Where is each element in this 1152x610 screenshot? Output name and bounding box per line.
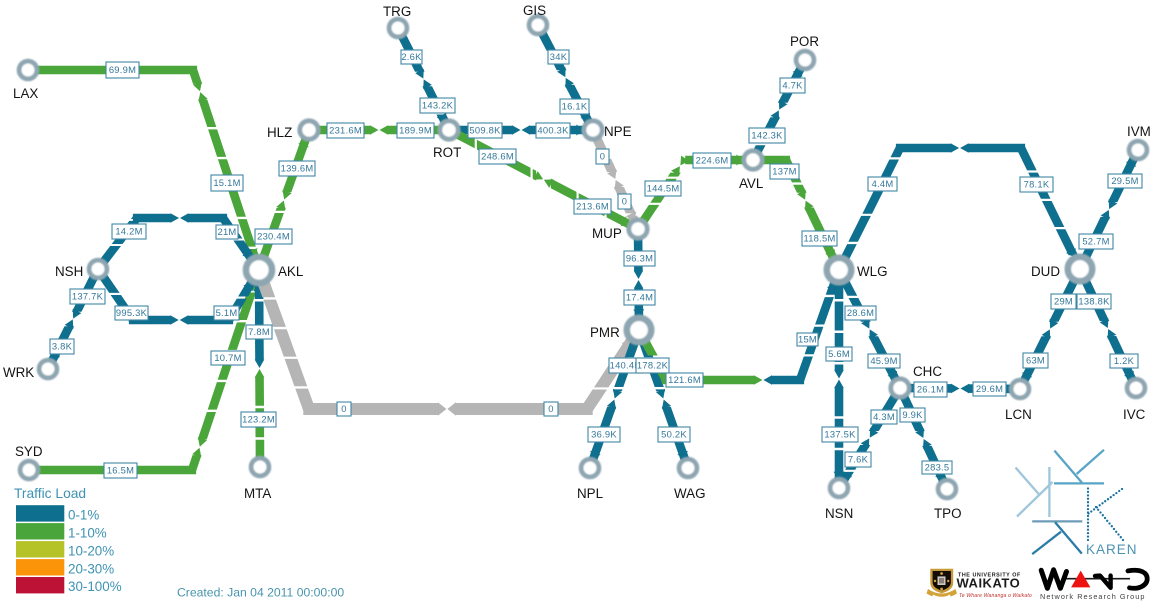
svg-text:231.6M: 231.6M — [329, 125, 362, 136]
svg-text:138.8K: 138.8K — [1078, 296, 1110, 307]
svg-text:POR: POR — [790, 34, 819, 49]
svg-text:WAIKATO: WAIKATO — [957, 576, 1021, 591]
svg-text:PMR: PMR — [590, 325, 620, 340]
svg-text:20-30%: 20-30% — [68, 561, 114, 576]
svg-text:213.6M: 213.6M — [576, 201, 609, 212]
svg-text:LCN: LCN — [1005, 407, 1032, 422]
svg-text:IVM: IVM — [1127, 124, 1151, 139]
svg-text:NSN: NSN — [825, 506, 853, 521]
svg-text:144.5M: 144.5M — [647, 183, 680, 194]
svg-text:16.5M: 16.5M — [107, 465, 134, 476]
svg-text:KAREN: KAREN — [1086, 542, 1138, 557]
svg-text:WAG: WAG — [674, 486, 706, 501]
svg-text:248.6M: 248.6M — [481, 151, 514, 162]
svg-text:189.9M: 189.9M — [399, 125, 432, 136]
svg-text:34K: 34K — [550, 51, 568, 62]
svg-text:NPL: NPL — [577, 486, 603, 501]
svg-text:TRG: TRG — [383, 4, 411, 19]
svg-text:Network Research Group: Network Research Group — [1040, 592, 1145, 601]
svg-text:14.2M: 14.2M — [115, 226, 142, 237]
svg-text:SYD: SYD — [15, 444, 43, 459]
svg-text:28.6M: 28.6M — [847, 307, 874, 318]
svg-text:139.6M: 139.6M — [281, 163, 314, 174]
svg-text:29.5M: 29.5M — [1111, 175, 1138, 186]
svg-text:140.4M: 140.4M — [610, 360, 643, 371]
svg-text:21M: 21M — [218, 226, 237, 237]
svg-text:LAX: LAX — [13, 86, 38, 101]
svg-text:ROT: ROT — [433, 145, 461, 160]
svg-text:THE UNIVERSITY OF: THE UNIVERSITY OF — [958, 572, 1021, 578]
svg-text:142.3K: 142.3K — [751, 130, 783, 141]
svg-text:HLZ: HLZ — [267, 125, 292, 140]
svg-text:63M: 63M — [1026, 355, 1045, 366]
svg-text:4.4M: 4.4M — [872, 178, 894, 189]
svg-text:GIS: GIS — [523, 3, 546, 18]
svg-text:Te Whare Wananga o Waikato: Te Whare Wananga o Waikato — [959, 593, 1032, 599]
svg-text:400.3K: 400.3K — [537, 125, 569, 136]
svg-text:WRK: WRK — [3, 365, 34, 380]
svg-text:26.1M: 26.1M — [917, 384, 944, 395]
svg-text:7.6K: 7.6K — [848, 454, 869, 465]
svg-text:10.7M: 10.7M — [214, 352, 241, 363]
svg-text:137M: 137M — [772, 166, 796, 177]
svg-text:3.8K: 3.8K — [52, 341, 73, 352]
svg-text:WLG: WLG — [857, 264, 888, 279]
svg-text:121.6M: 121.6M — [668, 374, 701, 385]
svg-text:45.9M: 45.9M — [870, 355, 897, 366]
svg-text:69.9M: 69.9M — [109, 64, 136, 75]
svg-text:5.1M: 5.1M — [216, 307, 238, 318]
svg-text:10-20%: 10-20% — [68, 543, 114, 558]
svg-text:0: 0 — [341, 403, 346, 414]
svg-text:224.6M: 224.6M — [696, 155, 729, 166]
svg-text:52.7M: 52.7M — [1082, 236, 1109, 247]
svg-text:230.4M: 230.4M — [257, 231, 290, 242]
svg-text:NPE: NPE — [604, 124, 632, 139]
svg-text:9.9K: 9.9K — [902, 409, 923, 420]
svg-text:1-10%: 1-10% — [68, 525, 107, 540]
svg-text:DUD: DUD — [1031, 264, 1060, 279]
svg-text:0: 0 — [600, 151, 605, 162]
svg-text:123.2M: 123.2M — [242, 414, 275, 425]
svg-text:30-100%: 30-100% — [68, 579, 122, 594]
svg-text:50.2K: 50.2K — [661, 429, 687, 440]
svg-text:IVC: IVC — [1123, 407, 1146, 422]
svg-text:29.6M: 29.6M — [976, 383, 1003, 394]
svg-text:Traffic Load: Traffic Load — [14, 486, 86, 501]
svg-text:4.3M: 4.3M — [873, 411, 895, 422]
svg-text:137.7K: 137.7K — [72, 291, 104, 302]
svg-text:MTA: MTA — [244, 486, 271, 501]
svg-text:17.4M: 17.4M — [626, 292, 653, 303]
svg-text:AKL: AKL — [278, 264, 303, 279]
svg-text:137.5K: 137.5K — [824, 429, 856, 440]
svg-text:78.1K: 78.1K — [1024, 179, 1050, 190]
svg-text:5.6M: 5.6M — [828, 348, 850, 359]
svg-text:NSH: NSH — [55, 264, 83, 279]
svg-text:36.9K: 36.9K — [591, 429, 617, 440]
svg-text:995.3K: 995.3K — [116, 307, 148, 318]
svg-text:283.5: 283.5 — [925, 462, 950, 473]
svg-text:16.1K: 16.1K — [562, 101, 588, 112]
svg-text:15M: 15M — [798, 334, 817, 345]
svg-text:143.2K: 143.2K — [422, 100, 454, 111]
svg-text:AVL: AVL — [739, 176, 763, 191]
svg-text:0-1%: 0-1% — [68, 507, 99, 522]
svg-text:Created: Jan 04 2011 00:00:00: Created: Jan 04 2011 00:00:00 — [177, 586, 344, 600]
svg-text:96.3M: 96.3M — [626, 253, 653, 264]
svg-text:2.6K: 2.6K — [401, 51, 422, 62]
svg-text:TPO: TPO — [934, 506, 962, 521]
svg-text:29M: 29M — [1054, 296, 1073, 307]
svg-text:178.2K: 178.2K — [637, 360, 669, 371]
svg-text:0: 0 — [622, 196, 627, 207]
svg-text:MUP: MUP — [592, 226, 622, 241]
svg-text:7.8M: 7.8M — [248, 326, 270, 337]
svg-text:509.8K: 509.8K — [469, 125, 501, 136]
svg-text:0: 0 — [548, 403, 553, 414]
svg-text:15.1M: 15.1M — [213, 177, 240, 188]
svg-text:1.2K: 1.2K — [1114, 355, 1135, 366]
svg-text:118.5M: 118.5M — [803, 233, 835, 244]
svg-text:CHC: CHC — [913, 364, 942, 379]
svg-text:4.7K: 4.7K — [782, 80, 803, 91]
